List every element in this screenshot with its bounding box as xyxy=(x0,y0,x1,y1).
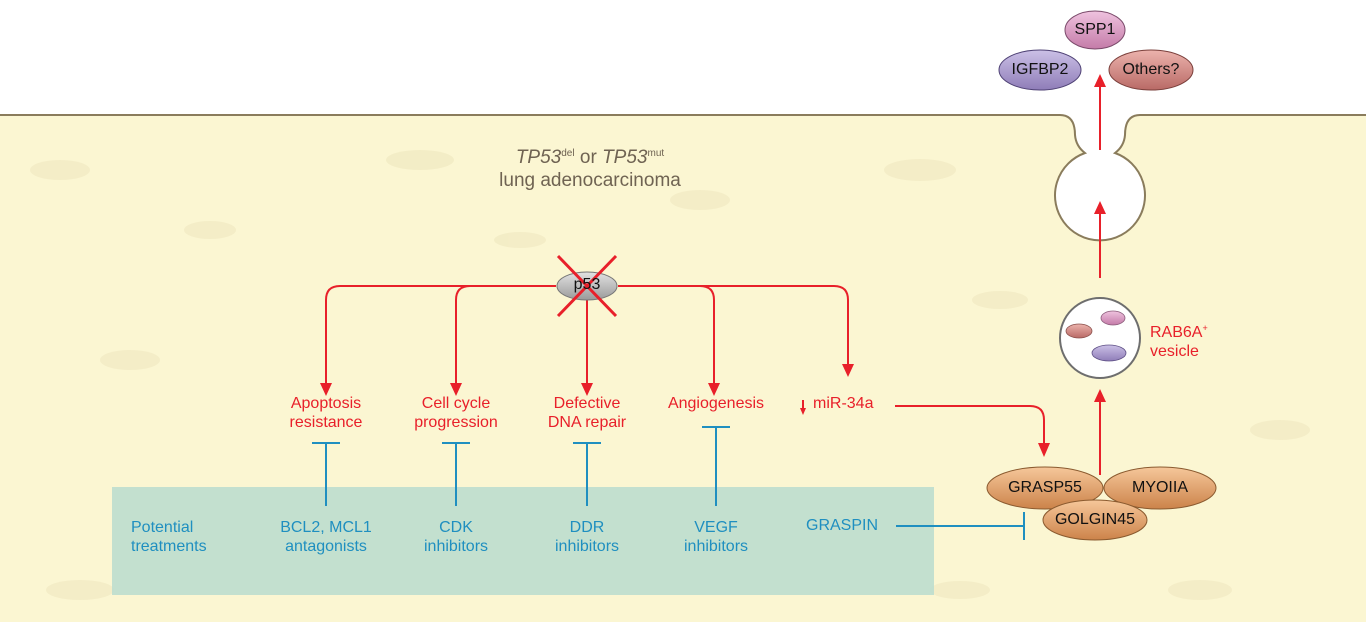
treatment-graspin: GRASPIN xyxy=(806,517,879,534)
myoiia-node xyxy=(1103,466,1217,510)
spp1-node xyxy=(1064,10,1126,50)
arrowheads xyxy=(320,74,1106,457)
vesicle-cargo-others xyxy=(1065,323,1093,339)
p53-branch-arrows xyxy=(325,85,1101,475)
igfbp2-label: IGFBP2 xyxy=(1011,61,1069,78)
vesicle-cargo-igfbp2 xyxy=(1091,344,1127,362)
others-label: Others? xyxy=(1122,61,1180,78)
igfbp2-node xyxy=(998,49,1082,91)
rab6a-vesicle xyxy=(1059,297,1141,379)
golgin45-label: GOLGIN45 xyxy=(1054,511,1136,528)
others-node xyxy=(1108,49,1194,91)
spp1-label: SPP1 xyxy=(1074,21,1116,38)
myoiia-label: MYOIIA xyxy=(1131,479,1188,496)
p53-label: p53 xyxy=(573,276,601,293)
grasp55-label: GRASP55 xyxy=(1008,479,1082,496)
diagram-title: TP53del or TP53mut lung adenocarcinoma xyxy=(460,147,720,193)
treatment-box xyxy=(112,487,934,595)
outcome-angiogenesis: Angiogenesis xyxy=(667,395,765,412)
vesicle-cargo-spp1 xyxy=(1100,310,1126,326)
cytoplasm-texture xyxy=(30,150,1310,600)
golgin45-node xyxy=(1042,499,1148,541)
rab6a-vesicle-label: RAB6A+ vesicle xyxy=(1150,323,1208,360)
title-line1: TP53del or TP53mut xyxy=(515,147,665,168)
grasp55-node xyxy=(986,466,1104,510)
outcome-mir-34a: miR-34a xyxy=(813,395,874,412)
inhibition-lines xyxy=(312,426,1025,540)
title-line2: lung adenocarcinoma xyxy=(499,169,681,191)
deletion-cross-icon xyxy=(556,254,618,318)
